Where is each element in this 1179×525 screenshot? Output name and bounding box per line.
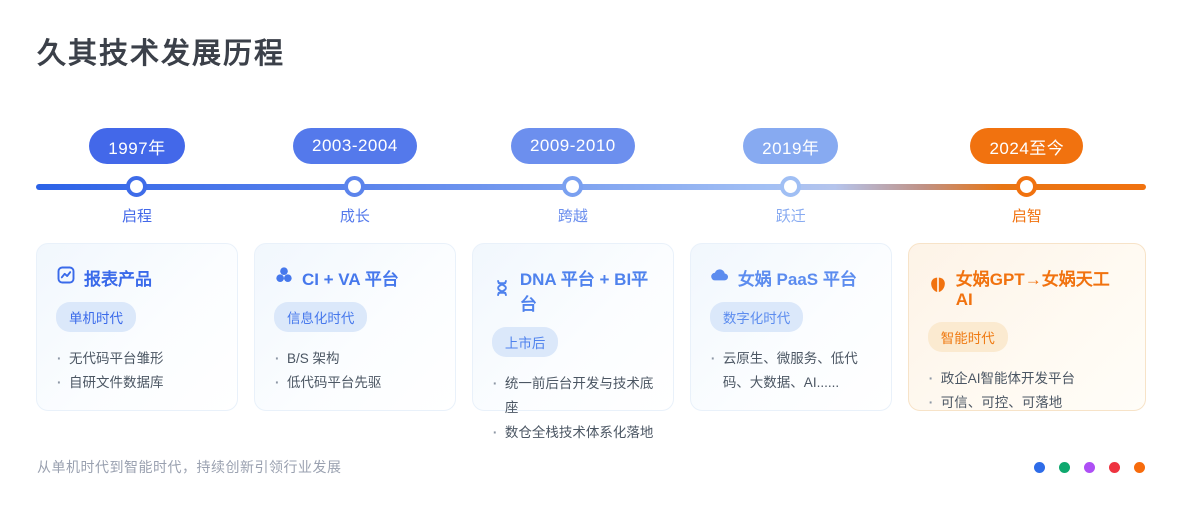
page-title: 久其技术发展历程 <box>37 38 286 70</box>
bullet-list: 统一前后台开发与技术底座 数仓全栈技术体系化落地 <box>492 372 654 445</box>
year-pill: 2009-2010 <box>510 128 635 164</box>
timeline-section: 1997年 启程 报表产品 单机时代 无代码平台雏形 自研文件数据库 <box>36 128 1147 445</box>
line-chart-icon <box>56 265 76 290</box>
era-badge: 信息化时代 <box>273 302 368 332</box>
card-title: 女娲 PaaS 平台 <box>737 270 857 289</box>
timeline-node <box>1016 176 1038 197</box>
era-badge: 智能时代 <box>927 322 1008 352</box>
dot-green <box>1059 461 1070 473</box>
stage-card: 女娲 PaaS 平台 数字化时代 云原生、微服务、低代码、大数据、AI.....… <box>689 243 892 411</box>
stage-2019: 2019年 跃迁 女娲 PaaS 平台 数字化时代 云原生、微服务、低代码、大数… <box>689 128 892 411</box>
dot-red <box>1109 461 1120 473</box>
bullet-list: B/S 架构 低代码平台先驱 <box>274 347 436 396</box>
bullet-item: 云原生、微服务、低代码、大数据、AI...... <box>710 347 872 396</box>
stage-2003-2004: 2003-2004 成长 CI + VA 平台 信息化时代 B/S 架构 低代码… <box>253 128 456 411</box>
dot-blue <box>1034 461 1045 473</box>
era-badge: 上市后 <box>491 327 559 357</box>
bullet-item: 政企AI智能体开发平台 <box>928 367 1126 392</box>
era-badge: 单机时代 <box>56 302 136 332</box>
year-pill: 2003-2004 <box>293 128 417 164</box>
timeline-node <box>344 176 366 197</box>
footer: 从单机时代到智能时代，持续创新引领行业发展 <box>37 457 1145 477</box>
timeline-node <box>780 176 802 197</box>
card-title: CI + VA 平台 <box>301 270 399 289</box>
timeline-node <box>126 176 148 197</box>
stage-card: DNA 平台 + BI平台 上市后 统一前后台开发与技术底座 数仓全栈技术体系化… <box>471 243 674 445</box>
dna-icon <box>492 278 512 303</box>
bullet-item: 低代码平台先驱 <box>274 371 436 396</box>
card-title: DNA 平台 + BI平台 <box>519 270 649 314</box>
stage-label: 启智 <box>1011 208 1042 225</box>
bullet-item: B/S 架构 <box>274 347 436 372</box>
stage-2024: 2024至今 启智 女娲GPT→女娲天工 AI 智能时代 政企AI智能体开发平台… <box>907 128 1147 416</box>
stage-label: 成长 <box>339 208 370 225</box>
year-pill: 1997年 <box>89 128 185 164</box>
card-title: 报表产品 <box>84 270 152 289</box>
dot-orange <box>1134 461 1145 473</box>
stage-card: 女娲GPT→女娲天工 AI 智能时代 政企AI智能体开发平台 可信、可控、可落地 <box>907 243 1147 416</box>
stage-label: 跨越 <box>557 208 588 225</box>
era-badge: 数字化时代 <box>709 302 804 332</box>
timeline-track <box>36 184 1146 190</box>
stage-1997: 1997年 启程 报表产品 单机时代 无代码平台雏形 自研文件数据库 <box>36 128 238 411</box>
stage-card: 报表产品 单机时代 无代码平台雏形 自研文件数据库 <box>36 243 238 411</box>
year-pill: 2024至今 <box>970 128 1084 164</box>
bullet-list: 无代码平台雏形 自研文件数据库 <box>56 347 218 396</box>
stage-label: 启程 <box>121 208 152 225</box>
footer-tagline: 从单机时代到智能时代，持续创新引领行业发展 <box>37 459 342 475</box>
stage-card: CI + VA 平台 信息化时代 B/S 架构 低代码平台先驱 <box>253 243 456 411</box>
footer-dots <box>1034 461 1145 473</box>
stage-label: 跃迁 <box>775 208 806 225</box>
timeline-node <box>562 176 584 197</box>
bullet-item: 可信、可控、可落地 <box>928 391 1126 416</box>
bullet-item: 自研文件数据库 <box>56 371 218 396</box>
bullet-list: 云原生、微服务、低代码、大数据、AI...... <box>710 347 872 396</box>
cloud-icon <box>710 265 730 290</box>
card-title: 女娲GPT→女娲天工 AI <box>955 270 1110 309</box>
bullet-list: 政企AI智能体开发平台 可信、可控、可落地 <box>928 367 1126 416</box>
dot-purple <box>1084 461 1095 473</box>
brain-icon <box>928 275 948 300</box>
bullet-item: 统一前后台开发与技术底座 <box>492 372 654 421</box>
bullet-item: 数仓全栈技术体系化落地 <box>492 421 654 446</box>
cluster-icon <box>274 265 294 290</box>
bullet-item: 无代码平台雏形 <box>56 347 218 372</box>
year-pill: 2019年 <box>743 128 839 164</box>
stage-2009-2010: 2009-2010 跨越 DNA 平台 + BI平台 上市后 统一前后台开发与技… <box>471 128 674 445</box>
